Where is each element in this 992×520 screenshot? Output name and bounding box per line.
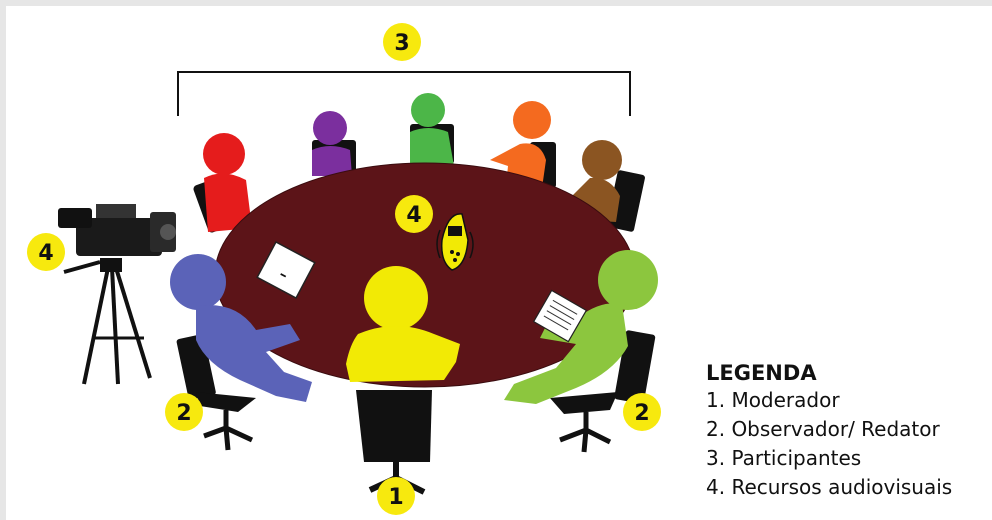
audio-recorder-icon <box>436 213 474 271</box>
badge-observer-right: 2 <box>623 393 661 431</box>
svg-text:4: 4 <box>38 241 53 266</box>
notepad-icon: - <box>256 240 316 300</box>
participant-red <box>193 133 252 233</box>
observer-right <box>504 250 658 453</box>
badge-moderator: 1 <box>377 477 415 515</box>
notes-sheet-icon <box>532 289 588 343</box>
tripod-icon <box>63 258 152 385</box>
badge-audiovisual-recorder: 4 <box>395 195 433 233</box>
video-camera-icon <box>58 204 176 256</box>
observer-left <box>170 254 312 451</box>
moderator-chair <box>356 390 432 462</box>
legend-title: LEGENDA <box>706 361 817 385</box>
legend-item-audiovisual: 4. Recursos audiovisuais <box>706 475 953 499</box>
participant-orange <box>490 101 556 188</box>
legend: LEGENDA 1. Moderador 2. Observador/ Reda… <box>706 360 952 502</box>
svg-text:3: 3 <box>394 31 409 56</box>
svg-text:4: 4 <box>406 203 421 228</box>
legend-item-moderator: 1. Moderador <box>706 388 840 412</box>
badge-observer-left: 2 <box>165 393 203 431</box>
badge-audiovisual-camera: 4 <box>27 233 65 271</box>
legend-item-observer: 2. Observador/ Redator <box>706 417 940 441</box>
participant-purple <box>312 111 356 176</box>
svg-text:1: 1 <box>388 485 403 510</box>
moderator <box>346 266 460 501</box>
participant-brown <box>572 140 645 232</box>
svg-text:2: 2 <box>176 401 191 426</box>
svg-text:2: 2 <box>634 401 649 426</box>
participant-green <box>410 93 454 166</box>
badge-participants: 3 <box>383 23 421 61</box>
legend-item-participants: 3. Participantes <box>706 446 862 470</box>
participants-bracket <box>177 71 631 116</box>
